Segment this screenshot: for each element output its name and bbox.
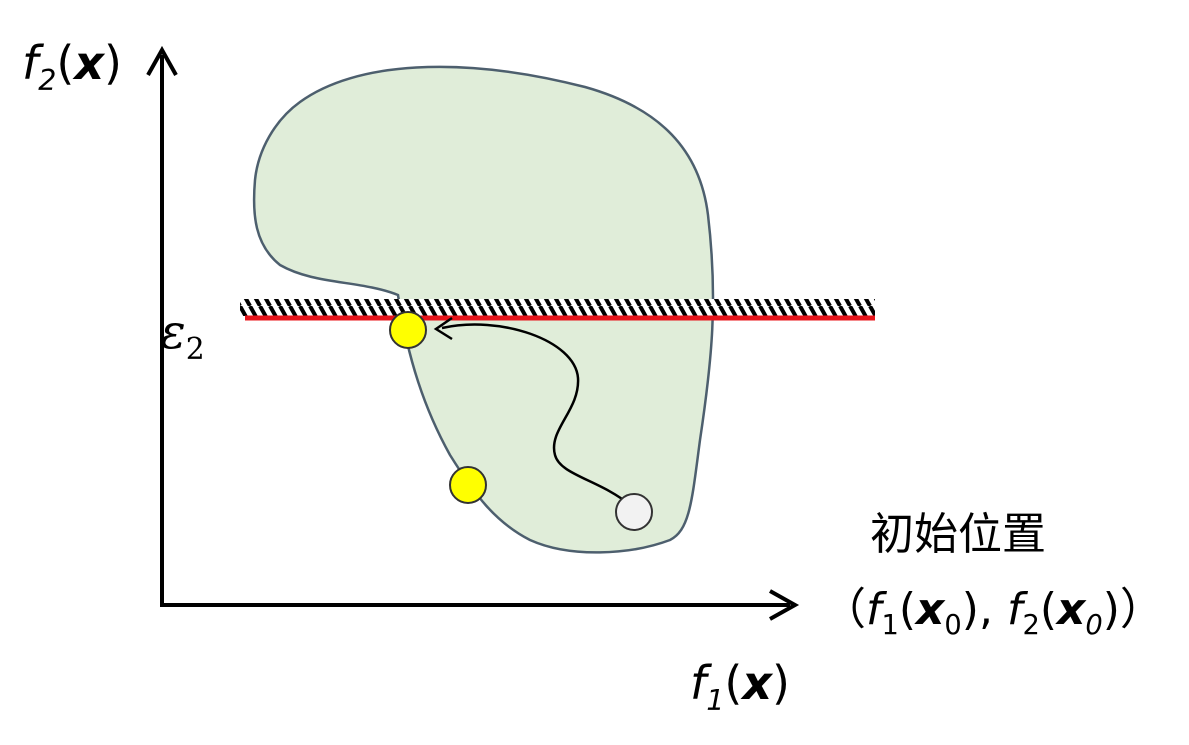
optimum-point-on-constraint [389,311,427,349]
coords-f1: f [866,584,882,635]
coords-x0b-close: ) [1102,584,1120,635]
x-axis-paren-open: ( [724,656,743,710]
y-axis-paren-close: ) [103,36,122,90]
x-axis-sub: 1 [706,683,725,717]
y-axis-label: f2(x) [22,40,122,95]
search-path-curve [441,323,631,506]
coords-x0b-open: ( [1039,584,1057,635]
coords-open-paren: （ [822,584,866,635]
initial-position-coords: （f1(x0), f2(x0)） [822,588,1164,640]
x-axis-label: f1(x) [690,660,790,715]
coords-close-paren: ） [1119,584,1164,635]
coords-f2: f [1006,584,1023,635]
coords-f2-sub: 2 [1022,610,1040,642]
epsilon-sub: 2 [185,332,205,368]
coords-x0: x [916,584,945,635]
coords-x0-close: ) [961,584,979,635]
epsilon-label: ε2 [160,308,205,365]
x-axis-arrowhead [769,589,800,621]
search-path-arrowhead [433,316,453,341]
coords-f1-sub: 1 [881,610,899,642]
coords-x0b-sub: 0 [1085,610,1103,642]
constraint-hatch [240,299,875,316]
x-axis-var: x [742,656,772,710]
pareto-point [449,466,487,504]
x-axis-paren-close: ) [771,656,790,710]
initial-position-title: 初始位置 [870,509,1046,560]
coords-x0b: x [1056,584,1086,635]
y-axis-arrowhead [146,45,178,76]
x-axis-func: f [690,656,707,710]
initial-point [615,493,653,531]
coords-x0-sub: 0 [944,610,962,642]
y-axis-func: f [22,36,39,90]
y-axis-sub: 2 [38,63,57,97]
coords-x0-open: ( [898,584,917,635]
epsilon-symbol: ε [160,304,186,360]
coords-sep: , [978,584,993,635]
axes [146,45,800,621]
y-axis-paren-open: ( [56,36,75,90]
y-axis-var: x [74,36,104,90]
